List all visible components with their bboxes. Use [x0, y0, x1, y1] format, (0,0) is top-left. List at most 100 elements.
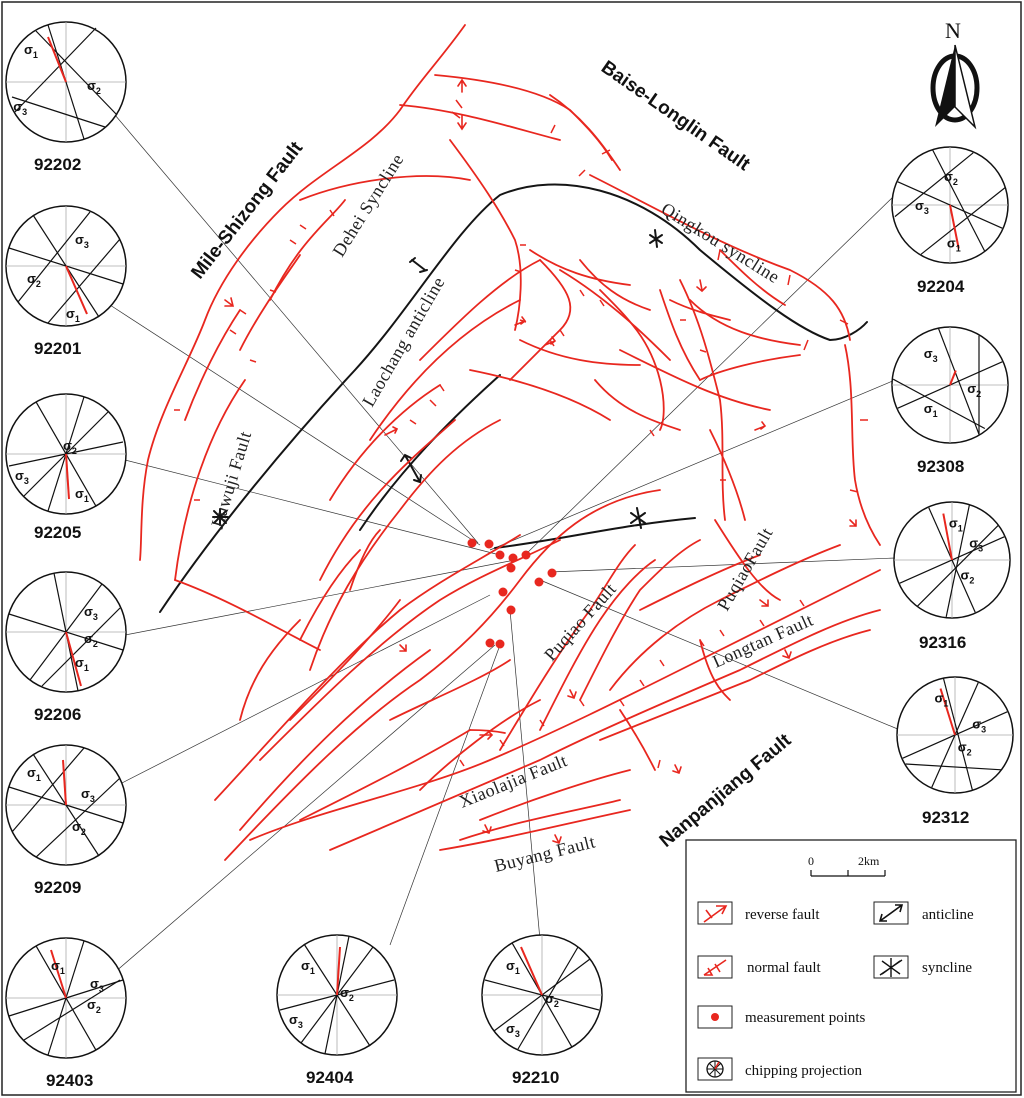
stereonet-plane-line [41, 607, 121, 687]
stereonet-id-label: 92316 [919, 633, 966, 652]
anticline-legend-label: anticline [922, 907, 974, 923]
stereonet-id-label: 92209 [34, 878, 81, 897]
stereonet-plane-line [11, 747, 85, 833]
stress-direction-line [65, 631, 82, 687]
stereonet-id-label: 92202 [34, 155, 81, 174]
measurement-points-icon [711, 1013, 719, 1021]
stress-direction-line [47, 36, 67, 83]
stereonet-id-label: 92205 [34, 523, 81, 542]
measurement-points [467, 538, 557, 649]
measurement-point [506, 605, 516, 615]
stereonet-plane-line [11, 96, 106, 128]
stereonet-plane-line [932, 149, 986, 252]
stereonet-id-label: 92403 [46, 1071, 93, 1090]
fault-arrows [224, 78, 857, 845]
mile-shizong-fault-label: Mile-Shizong Fault [187, 137, 307, 283]
measurement-point [495, 639, 505, 649]
stereonet-plane-line [920, 187, 1006, 255]
north-label: N [945, 18, 961, 43]
stereonet-plane-line [47, 238, 121, 324]
stereonet-id-label: 92204 [917, 277, 965, 296]
stress-direction-line [939, 688, 956, 736]
stereonet-plane-line [905, 763, 1002, 771]
syncline-icon [879, 958, 903, 977]
measurement-point [485, 638, 495, 648]
reverse-fault-icon [703, 905, 728, 923]
measurement-point [498, 587, 508, 597]
stereonet-plane-line [937, 327, 980, 435]
stereonet-plane-line [14, 27, 97, 113]
normal-fault-icon [703, 959, 727, 976]
stress-direction-line [65, 453, 70, 500]
fold-axes [159, 183, 868, 613]
measurement-point [467, 538, 477, 548]
measurement-point [508, 553, 518, 563]
measurement-point [547, 568, 557, 578]
stress-direction-line [949, 370, 957, 386]
scale-end-label: 2km [858, 854, 880, 868]
xiaolajia-fault-label: Xiaolajia Fault [456, 750, 570, 812]
north-needle-light [954, 44, 977, 130]
stereonet-plane-line [517, 946, 579, 1050]
stress-direction-line [942, 513, 953, 561]
legend: 0 2km reverse fault anticline normal fau… [685, 839, 1017, 1093]
puqiao-fault-2-label: PuqiaoFault [713, 524, 777, 614]
fault-network [139, 24, 881, 861]
stress-direction-line [65, 265, 88, 315]
stress-direction-line [336, 946, 341, 996]
anticline-icon [878, 904, 904, 922]
stress-direction-line [50, 949, 67, 999]
nanpanjiang-fault-label: Nanpanjiang Fault [656, 729, 796, 851]
scale-bar [810, 870, 886, 877]
stereonet-plane-line [942, 678, 973, 791]
stress-direction-line [949, 204, 960, 249]
stereonet-plane-line [35, 30, 118, 116]
measurement-point [495, 550, 505, 560]
syncline-legend-label: syncline [922, 960, 972, 976]
measurement-point [506, 563, 516, 573]
stereonet-id-label: 92206 [34, 705, 81, 724]
qingkou-syncline-label: Qingkou syncline [658, 198, 784, 287]
stress-direction-line [62, 759, 67, 806]
north-needle-dark [935, 45, 955, 127]
normal-fault-legend-label: normal fault [747, 960, 822, 976]
buyang-fault-label: Buyang Fault [492, 831, 597, 875]
chipping-projection-legend-label: chipping projection [745, 1063, 863, 1079]
stereonet-plane-line [17, 211, 91, 303]
measurement-point [534, 577, 544, 587]
measurement-point [521, 550, 531, 560]
reverse-fault-legend-label: reverse fault [745, 907, 820, 923]
chipping-projection-icon [706, 1060, 724, 1078]
stereonet-plane-line [892, 378, 986, 430]
measurement-point [484, 539, 494, 549]
stress-direction-line [520, 946, 543, 996]
scale-start-label: 0 [808, 854, 814, 868]
stereonet-plane-line [35, 777, 121, 858]
measurement-points-legend-label: measurement points [745, 1010, 866, 1026]
baise-longlin-fault-label: Baise-Longlin Fault [597, 57, 754, 176]
stereonet-id-label: 92308 [917, 457, 964, 476]
laochang-anticline-label: Laochang anticline [358, 273, 449, 410]
stereonet-id-label: 92210 [512, 1068, 559, 1087]
stereonet-id-label: 92312 [922, 808, 969, 827]
stereonet-plane-line [945, 504, 970, 617]
stereonet-plane-line [894, 152, 974, 218]
stereonet-plane-line [23, 979, 121, 1041]
legend-box [685, 839, 1017, 1093]
fault-ticks [174, 99, 868, 769]
